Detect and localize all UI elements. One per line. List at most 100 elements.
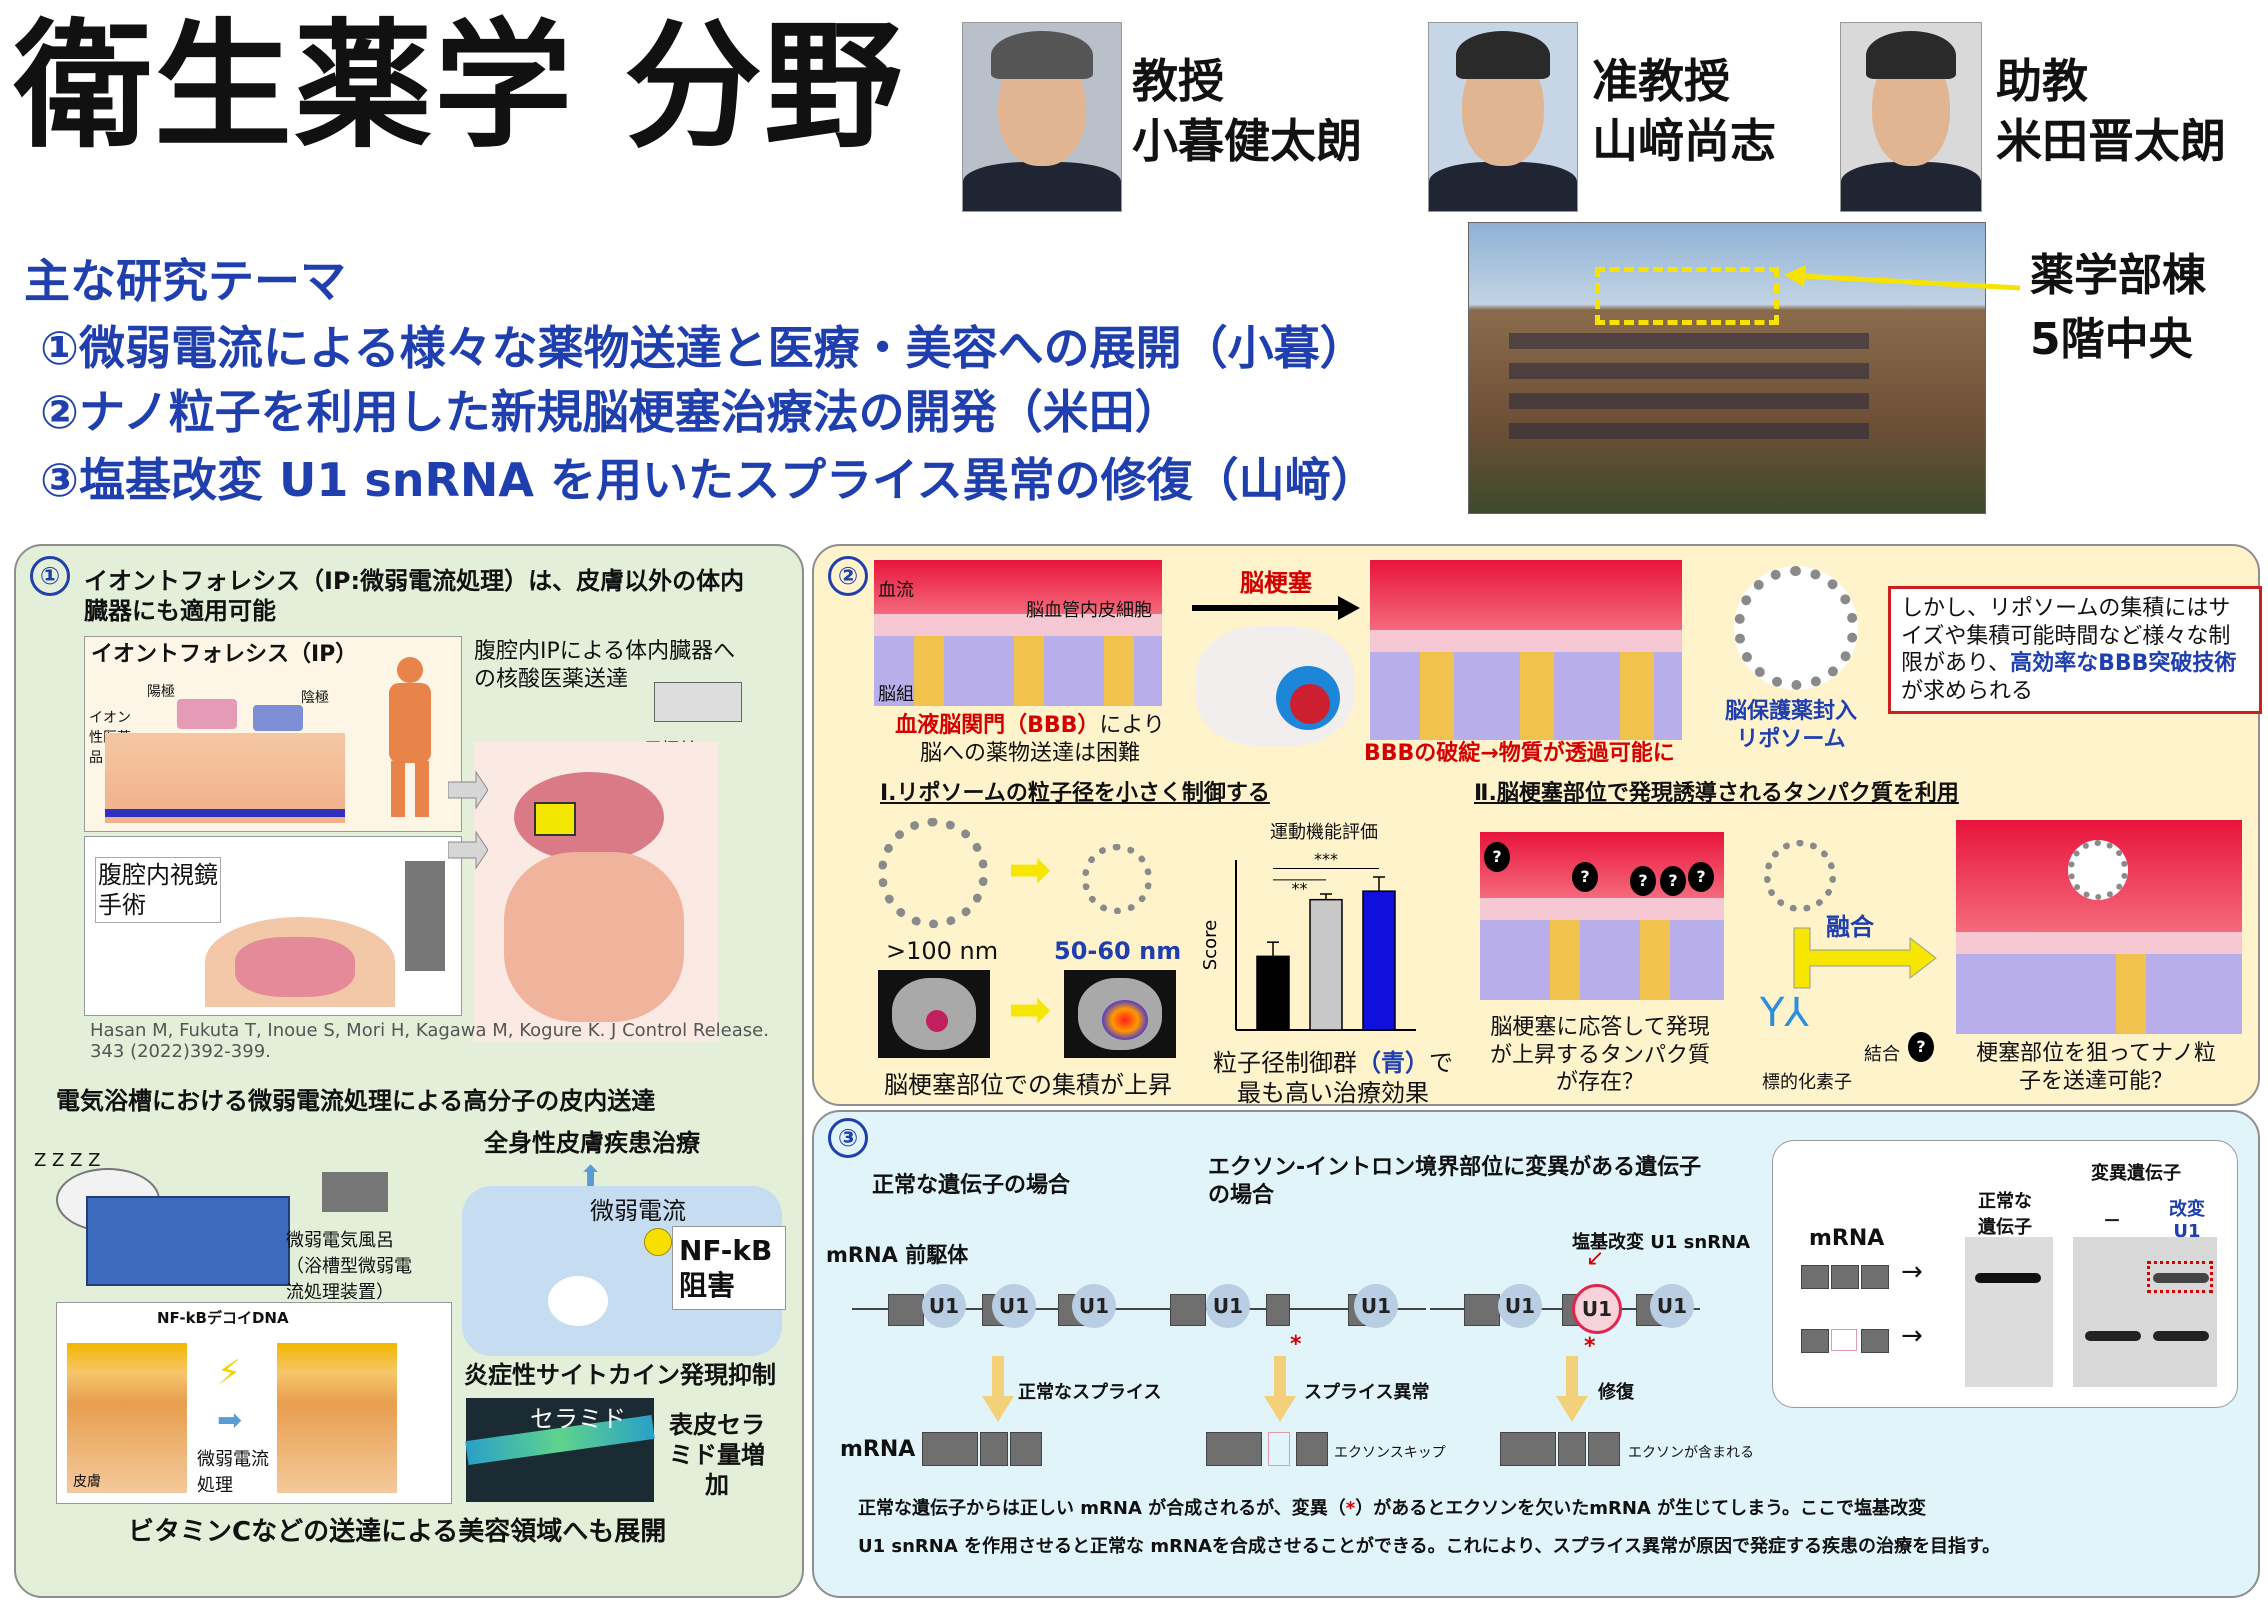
right-arrow-icon: ➡ bbox=[217, 1403, 243, 1438]
cytokine-label: 炎症性サイトカイン発現抑制 bbox=[464, 1361, 776, 1389]
assistant-professor-photo bbox=[1840, 22, 1982, 212]
yellow-arrow-icon: ➡ bbox=[1008, 840, 1052, 900]
note-text-a: しかし、リポソームの集積にはサイズや集積可能時間など様々な制限があり、 bbox=[1901, 596, 2231, 676]
y-axis-label: Score bbox=[1200, 920, 1221, 970]
bbb-break-label: BBBの破綻→物質が透過可能に bbox=[1364, 741, 1675, 766]
result-text-a: 粒子径制御群 bbox=[1213, 1049, 1357, 1077]
liposome-label: 脳保護薬封入リポソーム bbox=[1724, 699, 1857, 752]
gel-normal-label: 正常な遺伝子 bbox=[1978, 1191, 2032, 1238]
panel2-number: ② bbox=[828, 556, 868, 596]
large-liposome-icon bbox=[878, 818, 988, 928]
targeting-ligand-icon: Y⅄ bbox=[1760, 990, 1809, 1036]
skin-schematic: NF-kBデコイDNA 皮膚 微弱電流処理 ⚡ ➡ bbox=[56, 1302, 452, 1504]
fusion-label: 融合 bbox=[1826, 913, 1874, 941]
assistant-professor-card: 助教 米田晋太朗 bbox=[1996, 52, 2226, 172]
ceramide-image: セラミド bbox=[465, 1398, 655, 1502]
page-title: 衛生薬学 分野 bbox=[14, 6, 905, 167]
note-text-b: 高効率なBBB突破技術 bbox=[2010, 651, 2237, 676]
ionic-drug-label: イオン性医薬品 bbox=[89, 710, 131, 766]
ip-diagram: イオントフォレシス（IP） 陽極 陰極 イオン性医薬品 bbox=[84, 636, 462, 832]
stroke-arrow bbox=[1192, 596, 1360, 620]
bbb-broken-diagram bbox=[1370, 560, 1682, 740]
mutation-star-1: * bbox=[1290, 1332, 1302, 1357]
building-label: 薬学部棟 5階中央 bbox=[2030, 244, 2206, 372]
panel3-footer-2: U1 snRNA を作用させると正常な mRNAを合成させることができる。これに… bbox=[858, 1536, 2001, 1557]
fusion-arrow bbox=[1793, 927, 1937, 989]
u1-normal-3: U1 bbox=[1072, 1284, 1116, 1328]
gel-modified-label: 改変U1 bbox=[2169, 1199, 2205, 1242]
down-arrow-mutant bbox=[1264, 1356, 1296, 1422]
bbb-text-c: 脳への薬物送達は困難 bbox=[919, 740, 1140, 766]
result-description: 粒子径制御群（青）で最も高い治療効果 bbox=[1210, 1048, 1456, 1108]
brain-scan-before bbox=[878, 970, 990, 1058]
down-arrow-normal bbox=[982, 1356, 1014, 1422]
cathode-pad bbox=[253, 705, 303, 731]
bbb-diagram: 血流 脳血管内皮細胞 脳組織 bbox=[874, 560, 1162, 706]
gel-mutant-label: 変異遺伝子 bbox=[2091, 1163, 2181, 1184]
repair-label: 修復 bbox=[1598, 1382, 1634, 1403]
skin-layer bbox=[105, 733, 345, 823]
u1-modified: U1 bbox=[1572, 1284, 1622, 1334]
u1-mutant-2: U1 bbox=[1354, 1284, 1398, 1328]
intestine-illustration bbox=[235, 937, 355, 997]
bar-1 bbox=[1256, 955, 1290, 1031]
panel3-number: ③ bbox=[828, 1118, 868, 1158]
body-figure bbox=[375, 657, 445, 817]
anode-label: 陽極 bbox=[147, 684, 175, 700]
ceramide-increase: 表皮セラミド量増加 bbox=[669, 1411, 765, 1499]
stroke-protein-diagram bbox=[1480, 832, 1724, 1000]
organ-illustration bbox=[474, 742, 718, 1042]
professor-card: 教授 小暮健太朗 bbox=[1132, 52, 1362, 172]
question-icon: ? bbox=[1660, 866, 1686, 896]
accumulation-label: 脳梗塞部位での集積が上昇 bbox=[884, 1071, 1172, 1099]
endothelial-label: 脳血管内皮細胞 bbox=[1026, 600, 1152, 621]
question-icon: ? bbox=[1688, 862, 1714, 892]
zzz: Z Z Z Z bbox=[34, 1150, 101, 1171]
bbb-text-b: により bbox=[1099, 713, 1165, 738]
bbb-text-a: 血液脳関門（BBB） bbox=[895, 713, 1100, 738]
lightning-icon: ⚡ bbox=[217, 1353, 241, 1393]
anode-pad bbox=[177, 699, 237, 729]
associate-professor-role: 准教授 bbox=[1592, 54, 1730, 108]
mutant-case-heading: エクソン-イントロン境界部位に変異がある遺伝子の場合 bbox=[1208, 1155, 1702, 1208]
arrow-right-icon: → bbox=[1901, 1257, 1923, 1287]
blood-label: 血流 bbox=[878, 580, 914, 601]
mrna-label: mRNA bbox=[840, 1437, 916, 1462]
exon-skip-label: エクソンスキップ bbox=[1334, 1445, 1446, 1461]
unknown-protein-icons: ? ? ? ? ? bbox=[1484, 842, 1724, 902]
u1-mutant-1: U1 bbox=[1206, 1284, 1250, 1328]
power-supply bbox=[654, 682, 742, 722]
u1-normal-2: U1 bbox=[992, 1284, 1036, 1328]
u1-repaired-3: U1 bbox=[1650, 1284, 1694, 1328]
professor-name: 小暮健太朗 bbox=[1132, 113, 1362, 168]
assistant-professor-role: 助教 bbox=[1996, 54, 2088, 108]
question-icon: ? bbox=[1630, 866, 1656, 896]
nucleus bbox=[548, 1276, 608, 1326]
assistant-professor-name: 米田晋太朗 bbox=[1996, 113, 2226, 168]
nfkb-block-label: NF-kB阻害 bbox=[672, 1226, 786, 1310]
motor-function-chart: Score***** bbox=[1200, 850, 1416, 1031]
modified-u1-label: 塩基改変 U1 snRNA bbox=[1572, 1232, 1751, 1253]
footer-star: * bbox=[1345, 1498, 1356, 1519]
smile-icon bbox=[644, 1228, 672, 1256]
sig-label-2: *** bbox=[1314, 850, 1338, 869]
binding-label: 結合 bbox=[1864, 1044, 1900, 1065]
question-icon-binding: ? bbox=[1908, 1032, 1934, 1062]
building-floor: 5階中央 bbox=[2030, 313, 2193, 365]
organ-delivery-label: 腹腔内IPによる体内臓器への核酸医薬送達 bbox=[474, 639, 736, 692]
normal-case-heading: 正常な遺伝子の場合 bbox=[872, 1173, 1071, 1198]
panel1-heading: イオントフォレシス（IP:微弱電流処理）は、皮膚以外の体内臓器にも適用可能 bbox=[84, 567, 745, 625]
brain-scan-after bbox=[1064, 970, 1176, 1058]
panel1-footer: ビタミンCなどの送達による美容領域へも展開 bbox=[128, 1517, 667, 1547]
bbb-description: 血液脳関門（BBB）により 脳への薬物送達は困難 bbox=[880, 712, 1180, 767]
research-themes-heading: 主な研究テーマ bbox=[24, 254, 346, 308]
brain-section bbox=[1196, 626, 1354, 746]
footer-text-1b: ）があるとエクソンを欠いたmRNA が生じてしまう。ここで塩基改変 bbox=[1355, 1498, 1927, 1519]
associate-professor-photo bbox=[1428, 22, 1578, 212]
small-liposome-icon bbox=[1082, 844, 1152, 914]
gel-lane-normal bbox=[1965, 1237, 2053, 1387]
normal-splice-label: 正常なスプライス bbox=[1018, 1382, 1162, 1403]
mutation-star-2: * bbox=[1584, 1334, 1596, 1359]
blood-vessel bbox=[105, 809, 345, 817]
gel-result-box: 変異遺伝子 正常な遺伝子 － 改変U1 mRNA → → bbox=[1772, 1140, 2238, 1408]
